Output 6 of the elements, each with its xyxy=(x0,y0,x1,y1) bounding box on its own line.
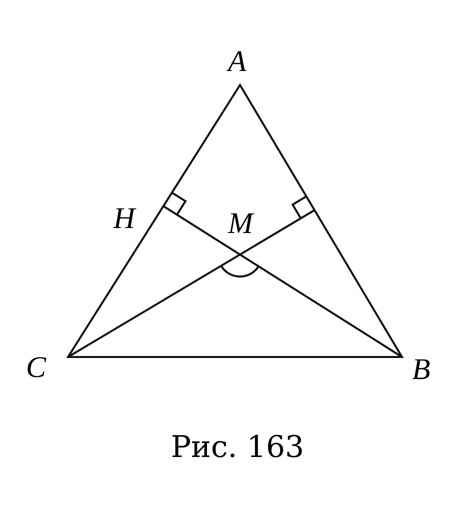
point-label: C xyxy=(26,353,46,383)
point-label: M xyxy=(228,208,253,239)
point-label: A xyxy=(228,47,246,77)
point-label: H xyxy=(113,204,136,234)
point-label: B xyxy=(412,355,430,385)
figure-caption: Рис. 163 xyxy=(170,430,306,465)
